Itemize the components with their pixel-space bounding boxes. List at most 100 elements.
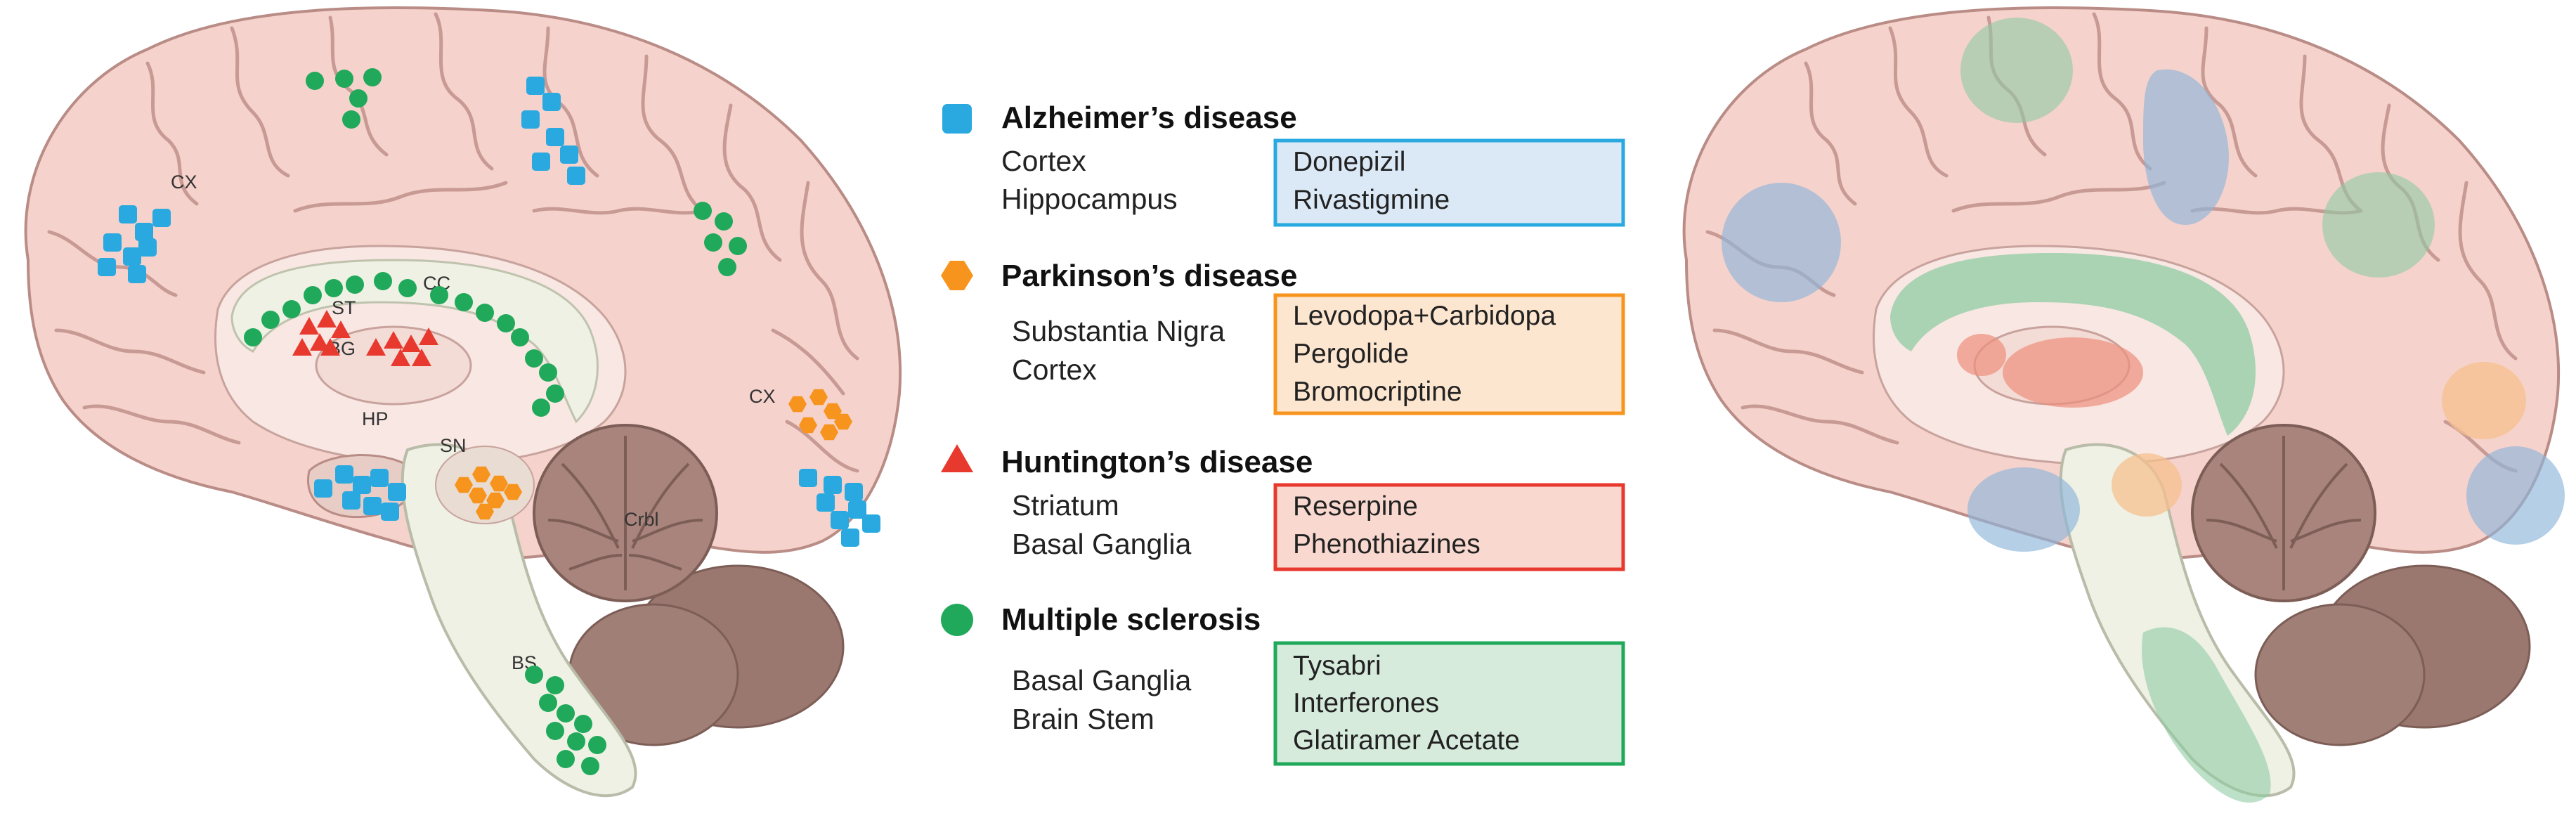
huntingtons-marker xyxy=(292,338,312,356)
alzheimers-marker xyxy=(799,469,817,487)
alzheimers-marker xyxy=(381,503,399,521)
legend-huntingtons-region: Striatum xyxy=(1012,489,1119,521)
parkinsons-marker xyxy=(455,477,473,493)
ms-region-corpus-callosum xyxy=(1890,253,2256,436)
legend-parkinsons-drug: Levodopa+Carbidopa xyxy=(1293,301,1556,331)
multiple-sclerosis-marker xyxy=(574,715,592,733)
legend-multiple-sclerosis-drug: Tysabri xyxy=(1293,651,1381,681)
multiple-sclerosis-marker xyxy=(557,750,575,768)
multiple-sclerosis-marker xyxy=(525,666,543,684)
alzheimers-marker xyxy=(353,476,371,494)
alzheimers-marker xyxy=(335,465,353,484)
multiple-sclerosis-marker xyxy=(306,72,324,90)
alzheimers-marker xyxy=(135,223,153,241)
legend-huntingtons-region: Basal Ganglia xyxy=(1012,528,1191,560)
alzheimers-marker xyxy=(388,483,406,501)
multiple-sclerosis-marker xyxy=(694,202,712,220)
parkinsons-marker xyxy=(834,413,852,430)
alzheimers-marker xyxy=(567,167,585,185)
alzheimers-marker xyxy=(848,500,866,519)
legend-parkinsons-region: Substantia Nigra xyxy=(1012,315,1225,347)
alzheimers-marker xyxy=(532,153,550,171)
multiple-sclerosis-marker xyxy=(363,68,382,86)
legend-multiple-sclerosis-title: Multiple sclerosis xyxy=(1001,602,1261,637)
corpus-callosum xyxy=(230,259,599,424)
huntingtons-marker xyxy=(310,333,330,351)
right-brain-illustration xyxy=(1682,6,2565,803)
alzheimers-marker xyxy=(128,265,146,283)
legend-multiple-sclerosis-drug: Interferones xyxy=(1293,688,1439,718)
alzheimers-marker xyxy=(526,77,545,95)
parkinsons-marker xyxy=(820,424,838,441)
legend-parkinsons-region: Cortex xyxy=(1012,354,1097,386)
legend-alzheimers-drug: Rivastigmine xyxy=(1293,185,1450,215)
alzheimers-marker xyxy=(845,483,863,501)
alzheimers-marker xyxy=(546,128,564,146)
legend-parkinsons-title: Parkinson’s disease xyxy=(1001,259,1297,293)
ad-region-cortex-left xyxy=(1722,183,1841,302)
legend-parkinsons-drug-box xyxy=(1273,293,1625,415)
multiple-sclerosis-marker xyxy=(729,237,747,255)
multiple-sclerosis-marker xyxy=(349,89,367,108)
huntingtons-marker xyxy=(419,328,438,345)
parkinsons-marker xyxy=(809,389,828,406)
multiple-sclerosis-marker xyxy=(342,110,360,129)
cerebellum-folia xyxy=(2206,436,2362,590)
alzheimers-marker xyxy=(363,497,382,515)
multiple-sclerosis-marker xyxy=(718,258,736,276)
label-cx-left: CX xyxy=(171,171,197,193)
disease-markers xyxy=(98,68,880,775)
hd-region-striatum xyxy=(1957,334,2006,376)
parkinsons-marker xyxy=(824,403,842,420)
alzheimers-marker xyxy=(831,511,849,529)
huntingtons-marker xyxy=(366,338,386,356)
alzheimers-marker xyxy=(123,247,141,266)
left-brain-labels: CX ST CC BG HP SN CX Crbl BS xyxy=(171,171,776,673)
label-hp: HP xyxy=(362,408,389,429)
multiple-sclerosis-marker xyxy=(532,398,550,417)
legend-parkinsons-drug: Pergolide xyxy=(1293,339,1409,369)
alzheimers-marker xyxy=(342,491,360,510)
multiple-sclerosis-marker xyxy=(715,212,733,231)
legend-parkinsons-drug: Bromocriptine xyxy=(1293,377,1462,407)
huntingtons-marker xyxy=(320,338,340,356)
alzheimers-marker xyxy=(841,529,859,547)
alzheimers-marker xyxy=(370,469,389,487)
huntingtons-marker xyxy=(391,349,410,366)
huntingtons-marker xyxy=(401,335,421,352)
legend-huntingtons-title: Huntington’s disease xyxy=(1001,445,1313,479)
multiple-sclerosis-marker xyxy=(539,363,557,382)
label-crbl: Crbl xyxy=(624,509,659,530)
pd-region-cortex-right xyxy=(2442,362,2526,439)
parkinsons-marker xyxy=(469,487,487,504)
multiple-sclerosis-marker xyxy=(557,704,575,722)
alzheimers-marker xyxy=(138,238,157,257)
triangle-icon xyxy=(941,444,973,472)
cerebellum-folia xyxy=(547,436,703,590)
legend-huntingtons-drug-box xyxy=(1273,483,1625,571)
multiple-sclerosis-marker xyxy=(525,349,543,368)
multiple-sclerosis-marker xyxy=(346,276,364,294)
multiple-sclerosis-marker xyxy=(374,272,392,290)
alzheimers-marker xyxy=(521,110,540,129)
multiple-sclerosis-marker xyxy=(588,736,606,754)
multiple-sclerosis-marker xyxy=(539,694,557,712)
legend-multiple-sclerosis: Multiple sclerosis Basal Ganglia Brain S… xyxy=(941,602,1625,766)
circle-icon xyxy=(941,604,973,636)
ms-region-cortex-top xyxy=(1960,18,2073,123)
multiple-sclerosis-marker xyxy=(455,293,473,311)
parkinsons-marker xyxy=(788,396,807,413)
huntingtons-marker xyxy=(412,349,431,366)
parkinsons-marker xyxy=(504,484,522,500)
alzheimers-marker xyxy=(98,258,116,276)
alzheimers-marker xyxy=(314,479,332,498)
cerebellum-lower-lobe xyxy=(2254,603,2426,746)
alzheimers-marker xyxy=(152,209,171,227)
multiple-sclerosis-marker xyxy=(567,732,585,751)
legend-parkinsons: Parkinson’s disease Substantia Nigra Cor… xyxy=(941,259,1625,415)
square-icon xyxy=(942,104,972,134)
ad-region-cortex-top xyxy=(2143,69,2229,225)
multiple-sclerosis-marker xyxy=(261,311,280,329)
multiple-sclerosis-marker xyxy=(581,757,599,775)
